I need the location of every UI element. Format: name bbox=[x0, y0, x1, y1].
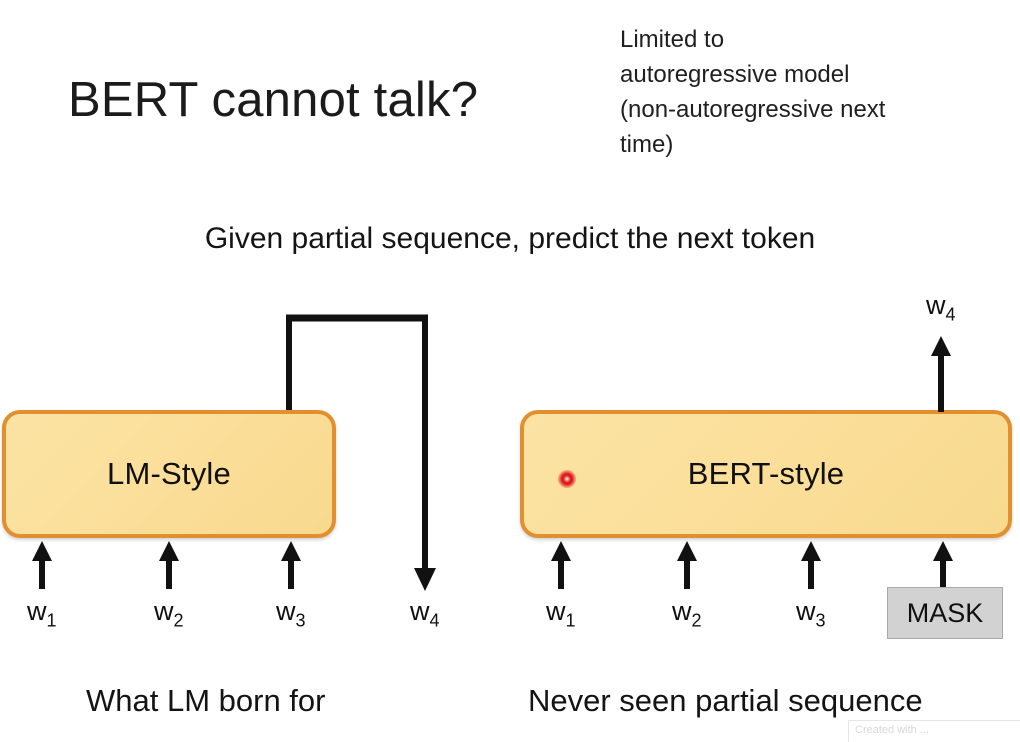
token-base-w3-right: w bbox=[796, 596, 816, 626]
laser-pointer-dot-icon bbox=[558, 470, 576, 488]
side-note: Limited to autoregressive model (non-aut… bbox=[620, 22, 1000, 162]
token-label-w3-right: w3 bbox=[796, 596, 826, 631]
lm-style-box[interactable]: LM-Style bbox=[2, 410, 336, 538]
subtitle: Given partial sequence, predict the next… bbox=[204, 222, 816, 255]
input-arrow-w1-right bbox=[550, 541, 572, 589]
side-note-line-2: autoregressive model bbox=[620, 61, 850, 88]
input-arrow-w2-right bbox=[676, 541, 698, 589]
token-sub-w3-right: 3 bbox=[815, 610, 826, 631]
input-arrow-w3-left bbox=[280, 541, 302, 589]
token-sub-w1-right: 1 bbox=[565, 610, 576, 631]
token-label-w1-right: w1 bbox=[546, 596, 576, 631]
token-label-w2-left: w2 bbox=[154, 596, 184, 631]
caption-right: Never seen partial sequence bbox=[528, 683, 923, 718]
token-sub-w3-left: 3 bbox=[295, 610, 306, 631]
token-base-w2-left: w bbox=[154, 596, 174, 626]
token-sub-w4-left: 4 bbox=[429, 610, 440, 631]
token-base-w4-left: w bbox=[410, 596, 430, 626]
token-label-w4-left: w4 bbox=[410, 596, 440, 631]
lm-style-label: LM-Style bbox=[107, 456, 231, 491]
token-base-w3-left: w bbox=[276, 596, 296, 626]
token-sub-w4-right: 4 bbox=[945, 304, 956, 325]
token-base-w4-right: w bbox=[926, 290, 946, 320]
token-label-w2-right: w2 bbox=[672, 596, 702, 631]
watermark: Created with ... bbox=[848, 720, 1020, 742]
mask-token-box[interactable]: MASK bbox=[887, 587, 1003, 639]
token-base-w1-left: w bbox=[27, 596, 47, 626]
token-sub-w1-left: 1 bbox=[46, 610, 57, 631]
token-label-w4-right: w4 bbox=[926, 290, 956, 325]
token-base-w1-right: w bbox=[546, 596, 566, 626]
token-label-w3-left: w3 bbox=[276, 596, 306, 631]
output-arrow-w4-right bbox=[930, 336, 952, 412]
input-arrow-w2-left bbox=[158, 541, 180, 589]
feedback-connector bbox=[280, 306, 440, 601]
input-arrow-w3-right bbox=[800, 541, 822, 589]
bert-style-box[interactable]: BERT-style bbox=[520, 410, 1012, 538]
caption-left: What LM born for bbox=[86, 683, 326, 718]
token-sub-w2-right: 2 bbox=[691, 610, 702, 631]
side-note-line-3: (non-autoregressive next bbox=[620, 96, 886, 123]
mask-token-label: MASK bbox=[906, 597, 984, 628]
token-label-w1-left: w1 bbox=[27, 596, 57, 631]
side-note-line-1: Limited to bbox=[620, 26, 725, 53]
page-title: BERT cannot talk? bbox=[68, 73, 479, 127]
side-note-line-4: time) bbox=[620, 131, 674, 158]
token-sub-w2-left: 2 bbox=[173, 610, 184, 631]
input-arrow-mask-right bbox=[932, 541, 954, 591]
input-arrow-w1-left bbox=[31, 541, 53, 589]
token-base-w2-right: w bbox=[672, 596, 692, 626]
bert-style-label: BERT-style bbox=[687, 456, 845, 491]
